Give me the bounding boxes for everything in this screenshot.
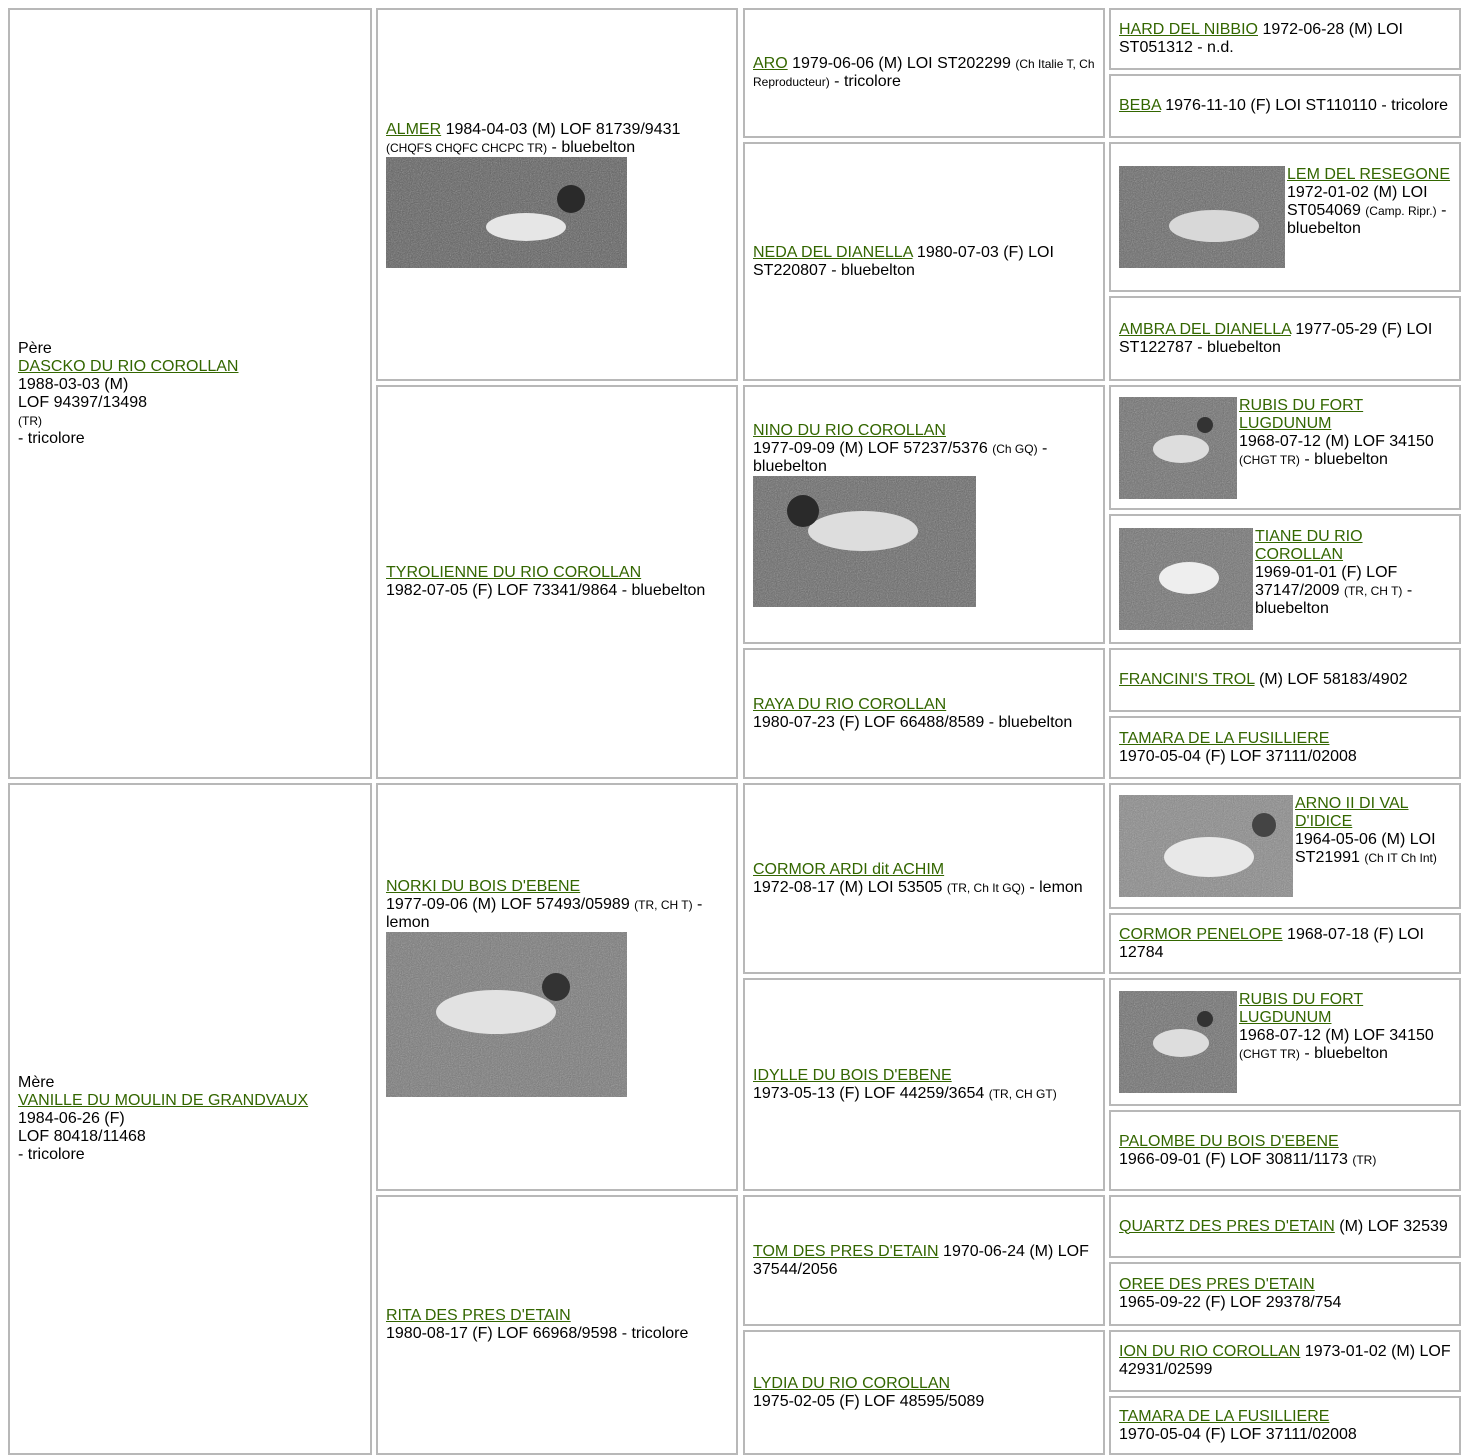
ancestor-name-link[interactable]: FRANCINI'S TROL (1119, 671, 1255, 688)
ancestor-name-link[interactable]: IDYLLE DU BOIS D'EBENE (753, 1066, 952, 1084)
ancestor-cell-g4-7: FRANCINI'S TROL (M) LOF 58183/4902 (1109, 648, 1461, 712)
ancestor-cell-g4-14: OREE DES PRES D'ETAIN 1965-09-22 (F) LOF… (1109, 1262, 1461, 1326)
ancestor-name-link[interactable]: TIANE DU RIO COROLLAN (1255, 528, 1363, 563)
ancestor-name-link[interactable]: ARO (753, 55, 788, 72)
ancestor-name-link[interactable]: AMBRA DEL DIANELLA (1119, 320, 1291, 338)
ancestor-name-link[interactable]: LEM DEL RESEGONE (1287, 166, 1451, 183)
ancestor-cell-g3-3: NINO DU RIO COROLLAN 1977-09-09 (M) LOF … (743, 385, 1105, 644)
ancestor-text: ALMER 1984-04-03 (M) LOF 81739/9431 (CHQ… (386, 121, 681, 156)
sire-registration: LOF 94397/13498 (18, 393, 147, 411)
dam-cell: Mère VANILLE DU MOULIN DE GRANDVAUX 1984… (8, 783, 372, 1455)
ancestor-cell-g2-4: RITA DES PRES D'ETAIN 1980-08-17 (F) LOF… (376, 1195, 738, 1455)
sire-cell: Père DASCKO DU RIO COROLLAN 1988-03-03 (… (8, 8, 372, 779)
ancestor-name-link[interactable]: NORKI DU BOIS D'EBENE (386, 877, 581, 895)
ancestor-cell-g3-7: TOM DES PRES D'ETAIN 1970-06-24 (M) LOF … (743, 1195, 1105, 1326)
ancestor-cell-g3-4: RAYA DU RIO COROLLAN 1980-07-23 (F) LOF … (743, 648, 1105, 779)
dam-name-link[interactable]: VANILLE DU MOULIN DE GRANDVAUX (18, 1092, 309, 1109)
dog-photo (1119, 991, 1237, 1093)
ancestor-name-link[interactable]: ION DU RIO COROLLAN (1119, 1343, 1301, 1360)
dam-registration: LOF 80418/11468 (18, 1128, 146, 1145)
dog-photo (753, 476, 976, 607)
ancestor-cell-g4-10: CORMOR PENELOPE 1968-07-18 (F) LOI 12784 (1109, 913, 1461, 974)
ancestor-name-link[interactable]: TOM DES PRES D'ETAIN (753, 1242, 939, 1260)
ancestor-cell-g4-15: ION DU RIO COROLLAN 1973-01-02 (M) LOF 4… (1109, 1330, 1461, 1392)
ancestor-name-link[interactable]: RUBIS DU FORT LUGDUNUM (1239, 991, 1364, 1026)
ancestor-cell-g3-8: LYDIA DU RIO COROLLAN 1975-02-05 (F) LOF… (743, 1330, 1105, 1455)
ancestor-cell-g4-12: PALOMBE DU BOIS D'EBENE 1966-09-01 (F) L… (1109, 1110, 1461, 1191)
ancestor-cell-g4-8: TAMARA DE LA FUSILLIERE 1970-05-04 (F) L… (1109, 716, 1461, 779)
dog-photo (1119, 528, 1253, 630)
sire-role-label: Père (18, 339, 52, 357)
sire-date: 1988-03-03 (M) (18, 375, 129, 393)
dam-color: - tricolore (18, 1146, 85, 1163)
ancestor-name-link[interactable]: TAMARA DE LA FUSILLIERE (1119, 729, 1330, 747)
ancestor-name-link[interactable]: NINO DU RIO COROLLAN (753, 422, 946, 439)
ancestor-cell-g3-6: IDYLLE DU BOIS D'EBENE 1973-05-13 (F) LO… (743, 978, 1105, 1191)
ancestor-cell-g4-1: HARD DEL NIBBIO 1972-06-28 (M) LOI ST051… (1109, 8, 1461, 70)
ancestor-cell-g4-4: AMBRA DEL DIANELLA 1977-05-29 (F) LOI ST… (1109, 296, 1461, 381)
ancestor-name-link[interactable]: TYROLIENNE DU RIO COROLLAN (386, 564, 642, 581)
ancestor-cell-g2-2: TYROLIENNE DU RIO COROLLAN 1982-07-05 (F… (376, 385, 738, 779)
sire-color: - tricolore (18, 429, 85, 447)
ancestor-cell-g3-5: CORMOR ARDI dit ACHIM 1972-08-17 (M) LOI… (743, 783, 1105, 974)
ancestor-name-link[interactable]: QUARTZ DES PRES D'ETAIN (1119, 1217, 1335, 1235)
ancestor-name-link[interactable]: CORMOR PENELOPE (1119, 925, 1283, 943)
ancestor-name-link[interactable]: ARNO II DI VAL D'IDICE (1295, 795, 1409, 830)
ancestor-name-link[interactable]: LYDIA DU RIO COROLLAN (753, 1374, 951, 1392)
ancestor-name-link[interactable]: BEBA (1119, 97, 1161, 114)
ancestor-cell-g3-1: ARO 1979-06-06 (M) LOI ST202299 (Ch Ital… (743, 8, 1105, 138)
dam-role-label: Mère (18, 1074, 55, 1091)
ancestor-cell-g4-16: TAMARA DE LA FUSILLIERE 1970-05-04 (F) L… (1109, 1396, 1461, 1455)
ancestor-name-link[interactable]: RUBIS DU FORT LUGDUNUM (1239, 396, 1364, 432)
sire-name-link[interactable]: DASCKO DU RIO COROLLAN (18, 357, 239, 375)
ancestor-name-link[interactable]: RAYA DU RIO COROLLAN (753, 695, 947, 713)
ancestor-cell-g3-2: NEDA DEL DIANELLA 1980-07-03 (F) LOI ST2… (743, 142, 1105, 381)
ancestor-name-link[interactable]: TAMARA DE LA FUSILLIERE (1119, 1407, 1330, 1425)
ancestor-cell-g2-1: ALMER 1984-04-03 (M) LOF 81739/9431 (CHQ… (376, 8, 738, 381)
ancestor-name-link[interactable]: ALMER (386, 121, 442, 138)
dog-photo (386, 157, 627, 268)
ancestor-cell-g4-13: QUARTZ DES PRES D'ETAIN (M) LOF 32539 (1109, 1195, 1461, 1258)
ancestor-name-link[interactable]: OREE DES PRES D'ETAIN (1119, 1276, 1315, 1293)
ancestor-name-link[interactable]: HARD DEL NIBBIO (1119, 21, 1258, 38)
ancestor-name-link[interactable]: CORMOR ARDI dit ACHIM (753, 860, 945, 878)
dog-photo (1119, 795, 1293, 897)
dog-photo (386, 931, 627, 1097)
sire-titles: (TR) (18, 413, 42, 428)
dog-photo (1119, 396, 1237, 499)
ancestor-name-link[interactable]: RITA DES PRES D'ETAIN (386, 1307, 571, 1324)
ancestor-name-link[interactable]: PALOMBE DU BOIS D'EBENE (1119, 1132, 1339, 1150)
ancestor-cell-g4-2: BEBA 1976-11-10 (F) LOI ST110110 - trico… (1109, 74, 1461, 138)
dam-date: 1984-06-26 (F) (18, 1110, 125, 1127)
ancestor-name-link[interactable]: NEDA DEL DIANELLA (753, 243, 913, 261)
dog-photo (1119, 166, 1285, 268)
